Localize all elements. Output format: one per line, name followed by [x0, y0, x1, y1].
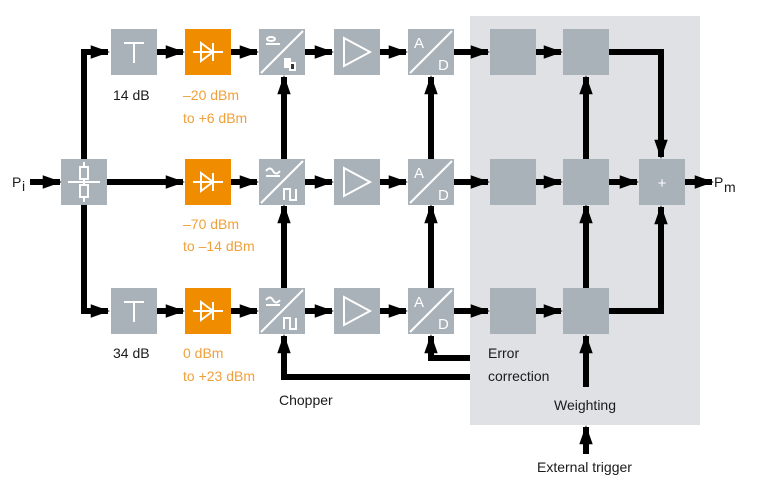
- adc-block-top: AD: [408, 29, 454, 75]
- output-signal-label: P m: [714, 174, 736, 195]
- adc-label-a: A: [414, 165, 424, 182]
- chopper-modulator-icon: [260, 289, 304, 333]
- attenuator-icon: [124, 301, 144, 322]
- splitter-bus-top: [81, 45, 110, 159]
- diode-detector-block-middle: [185, 159, 231, 205]
- chopper-label: Chopper: [279, 392, 333, 408]
- diode-detector-block-top: [185, 29, 231, 75]
- adc-label-d: D: [438, 57, 449, 74]
- signal-path-top: AD: [111, 29, 454, 75]
- range-mid-line1: –70 dBm: [183, 216, 239, 232]
- chopper-modulator-icon: [260, 160, 304, 204]
- adc-divider: [409, 30, 453, 74]
- power-splitter-block: [61, 159, 107, 205]
- error-correction-label-2: correction: [488, 368, 549, 384]
- range-bottom-line1: 0 dBm: [183, 345, 223, 361]
- chopper-control-bottom: [277, 334, 470, 380]
- weighting-block-top: [563, 29, 609, 75]
- range-top-line1: –20 dBm: [183, 87, 239, 103]
- summing-plus-symbol: +: [658, 175, 667, 192]
- summing-block: +: [639, 159, 685, 205]
- diode-detector-block-bottom: [185, 288, 231, 334]
- svg-text:P: P: [12, 174, 21, 190]
- signal-lines: [30, 45, 714, 454]
- amplifier-icon: [343, 166, 373, 198]
- splitter-bus-bottom: [81, 205, 110, 318]
- adc-label-d: D: [438, 316, 449, 333]
- range-mid-line2: to –14 dBm: [183, 238, 255, 254]
- svg-text:m: m: [724, 179, 736, 195]
- weighting-block-bottom: [563, 288, 609, 334]
- chopper-block-middle: [259, 159, 305, 205]
- adc-block-middle: AD: [408, 159, 454, 205]
- error-correction-block-top: [490, 29, 536, 75]
- svg-text:i: i: [22, 178, 25, 194]
- adc-divider: [409, 289, 453, 333]
- signal-path-middle: AD: [185, 159, 454, 205]
- range-bottom-line2: to +23 dBm: [183, 368, 255, 384]
- amplifier-icon: [343, 295, 373, 327]
- external-trigger-label: External trigger: [537, 459, 632, 475]
- attenuator-label-top: 14 dB: [113, 87, 150, 103]
- sum-input-top: [609, 49, 668, 159]
- adc-divider: [409, 160, 453, 204]
- diode-icon: [193, 41, 223, 63]
- adc-label-a: A: [414, 35, 424, 52]
- chopper-modulator-icon: [260, 30, 304, 74]
- sum-input-bottom: [609, 205, 668, 314]
- amplifier-icon: [343, 36, 373, 68]
- chopper-block-top: [259, 29, 305, 75]
- svg-text:P: P: [714, 174, 723, 190]
- range-top-line2: to +6 dBm: [183, 110, 247, 126]
- chopper-block-bottom: [259, 288, 305, 334]
- amplifier-block-top: [334, 29, 380, 75]
- attenuator-label-bottom: 34 dB: [113, 345, 150, 361]
- weighting-label: Weighting: [554, 397, 616, 413]
- attenuator-block-bottom: [111, 288, 157, 334]
- amplifier-block-bottom: [334, 288, 380, 334]
- error-correction-label-1: Error: [488, 345, 519, 361]
- input-signal-label: P i: [12, 174, 25, 194]
- attenuator-icon: [124, 42, 144, 63]
- adc-label-d: D: [438, 187, 449, 204]
- attenuator-block-top: [111, 29, 157, 75]
- signal-path-bottom: AD: [111, 288, 454, 334]
- power-splitter-icon: [68, 162, 100, 202]
- error-correction-block-middle: [490, 159, 536, 205]
- diode-icon: [193, 171, 223, 193]
- amplifier-block-middle: [334, 159, 380, 205]
- error-correction-block-bottom: [490, 288, 536, 334]
- adc-label-a: A: [414, 294, 424, 311]
- weighting-block-middle: [563, 159, 609, 205]
- adc-correction-bottom: [424, 334, 470, 361]
- diode-icon: [193, 300, 223, 322]
- adc-block-bottom: AD: [408, 288, 454, 334]
